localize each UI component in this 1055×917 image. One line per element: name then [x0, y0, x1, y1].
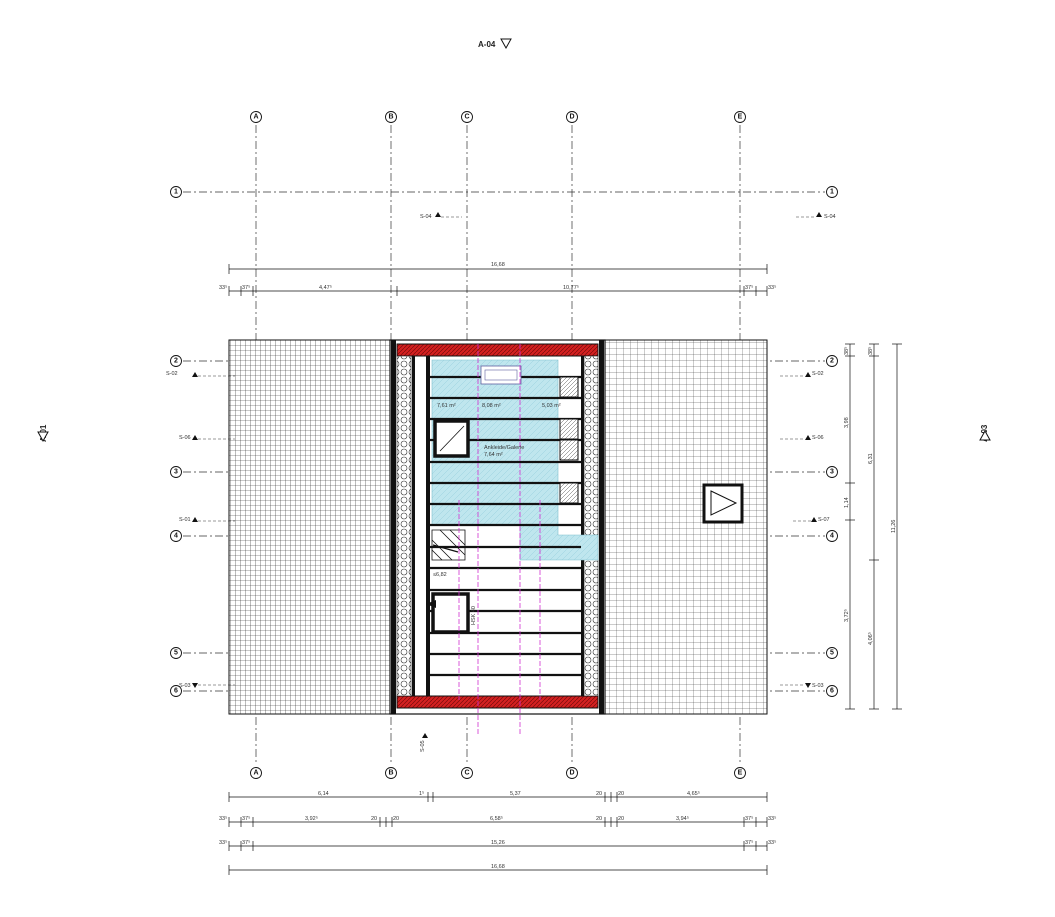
section-s07-right: S-07 — [818, 517, 830, 523]
view-marker-right-icon — [979, 429, 991, 441]
dim-b3-1: 37⁵ — [242, 839, 250, 846]
dim-r2-2: 4,06⁵ — [867, 632, 874, 645]
dim-b2-7: 20 — [618, 816, 624, 822]
dim-r3-0: 11,26 — [891, 520, 897, 533]
dim-b1-2: 5,37 — [510, 791, 521, 797]
dim-top-4: 37⁵ — [745, 284, 753, 291]
room-gallery-area: 7,64 m² — [484, 452, 503, 458]
wall-top-red — [396, 343, 599, 357]
stair-label: ≤6,82 — [433, 572, 447, 578]
skylight-right — [702, 483, 744, 524]
grid-label-5-left: 5 — [174, 650, 178, 657]
dim-b1-5: 4,65⁵ — [687, 790, 700, 797]
dim-b2-2: 3,92⁵ — [305, 815, 318, 822]
section-s06-left: S-06 — [179, 435, 191, 441]
dim-b2-6: 20 — [596, 816, 602, 822]
grid-label-d-bottom: D — [569, 770, 574, 777]
dim-top-overall: 16,68 — [491, 262, 505, 268]
section-s04-left: S-04 — [420, 214, 432, 220]
grid-label-4-left: 4 — [174, 533, 178, 540]
grid-label-2-left: 2 — [174, 358, 178, 365]
room-gallery-name: Ankleide/Galerie — [484, 445, 524, 451]
dim-b3-3: 37⁵ — [745, 839, 753, 846]
dim-b3-2: 15,26 — [491, 840, 505, 846]
dim-bottom-overall: 16,68 — [491, 864, 505, 870]
view-marker-top-icon — [500, 38, 512, 50]
dim-r2-0: 38⁵ — [867, 347, 874, 355]
staircase — [431, 529, 466, 561]
dim-r1-0: 38⁵ — [843, 347, 850, 355]
room-area-1: 7,61 m² — [437, 403, 456, 409]
dim-b2-8: 3,94⁵ — [676, 815, 689, 822]
section-s06-right: S-06 — [812, 435, 824, 441]
dim-top-0: 33⁵ — [219, 284, 227, 291]
dim-r2-1: 6,31 — [868, 453, 874, 464]
room-area-3: 5,03 m² — [542, 403, 561, 409]
grid-label-e-bottom: E — [738, 770, 743, 777]
grid-label-d-top: D — [569, 114, 574, 121]
grid-label-b-bottom: B — [388, 770, 393, 777]
grid-label-c-top: C — [464, 114, 469, 121]
dim-b2-10: 33⁵ — [768, 815, 776, 822]
dim-top-2: 4,47⁵ — [319, 284, 332, 291]
grid-label-5-right: 5 — [830, 650, 834, 657]
section-s01-left: S-01 — [179, 517, 191, 523]
room-area-2: 8,08 m² — [482, 403, 501, 409]
view-marker-left-icon — [37, 431, 49, 443]
section-s03-right: S-03 — [812, 683, 824, 689]
stair-note: HSK 40 — [471, 606, 477, 625]
opening — [431, 592, 470, 634]
dim-r1-2: 1,14 — [844, 497, 850, 508]
view-marker-top: A-04 — [478, 40, 496, 49]
section-s02-left: S-02 — [166, 371, 178, 377]
grid-label-a-top: A — [253, 114, 258, 121]
section-s03-left: S-03 — [179, 683, 191, 689]
grid-label-1-right: 1 — [830, 189, 834, 196]
grid-label-1-left: 1 — [174, 189, 178, 196]
dim-b1-3: 20 — [596, 791, 602, 797]
dim-b3-4: 33⁵ — [768, 839, 776, 846]
dim-b2-9: 37⁵ — [745, 815, 753, 822]
grid-label-2-right: 2 — [830, 358, 834, 365]
section-s05-bottom: S-05 — [420, 740, 426, 752]
dim-b1-0: 6,14 — [318, 791, 329, 797]
sofa — [480, 365, 522, 385]
dim-b2-5: 6,58⁵ — [490, 815, 503, 822]
grid-label-c-bottom: C — [464, 770, 469, 777]
grid-label-a-bottom: A — [253, 770, 258, 777]
grid-label-6-right: 6 — [830, 688, 834, 695]
dim-top-3: 10,77⁵ — [563, 284, 579, 291]
roof-right — [604, 339, 768, 715]
wall-bottom-red — [396, 695, 599, 709]
dim-b1-1: 1⁵ — [419, 790, 424, 797]
dim-b2-3: 20 — [371, 816, 377, 822]
dim-b2-4: 20 — [393, 816, 399, 822]
dim-r1-1: 3,98 — [844, 417, 850, 428]
dim-b3-0: 33⁵ — [219, 839, 227, 846]
dim-b2-1: 37⁵ — [242, 815, 250, 822]
grid-bubbles — [170, 111, 838, 779]
roof-left — [228, 339, 391, 715]
section-s02-right: S-02 — [812, 371, 824, 377]
grid-label-b-top: B — [388, 114, 393, 121]
insulation-left — [396, 355, 412, 697]
dim-top-5: 33⁵ — [768, 284, 776, 291]
grid-label-4-right: 4 — [830, 533, 834, 540]
dim-r1-3: 3,72⁵ — [843, 609, 850, 622]
grid-label-3-left: 3 — [174, 469, 178, 476]
grid-label-e-top: E — [738, 114, 743, 121]
grid-label-6-left: 6 — [174, 688, 178, 695]
section-s04-right: S-04 — [824, 214, 836, 220]
central-floor — [389, 339, 606, 735]
insulation-right — [583, 355, 599, 697]
dim-b2-0: 33⁵ — [219, 815, 227, 822]
dim-b1-4: 20 — [618, 791, 624, 797]
grid-label-3-right: 3 — [830, 469, 834, 476]
dim-top-1: 37⁵ — [242, 284, 250, 291]
